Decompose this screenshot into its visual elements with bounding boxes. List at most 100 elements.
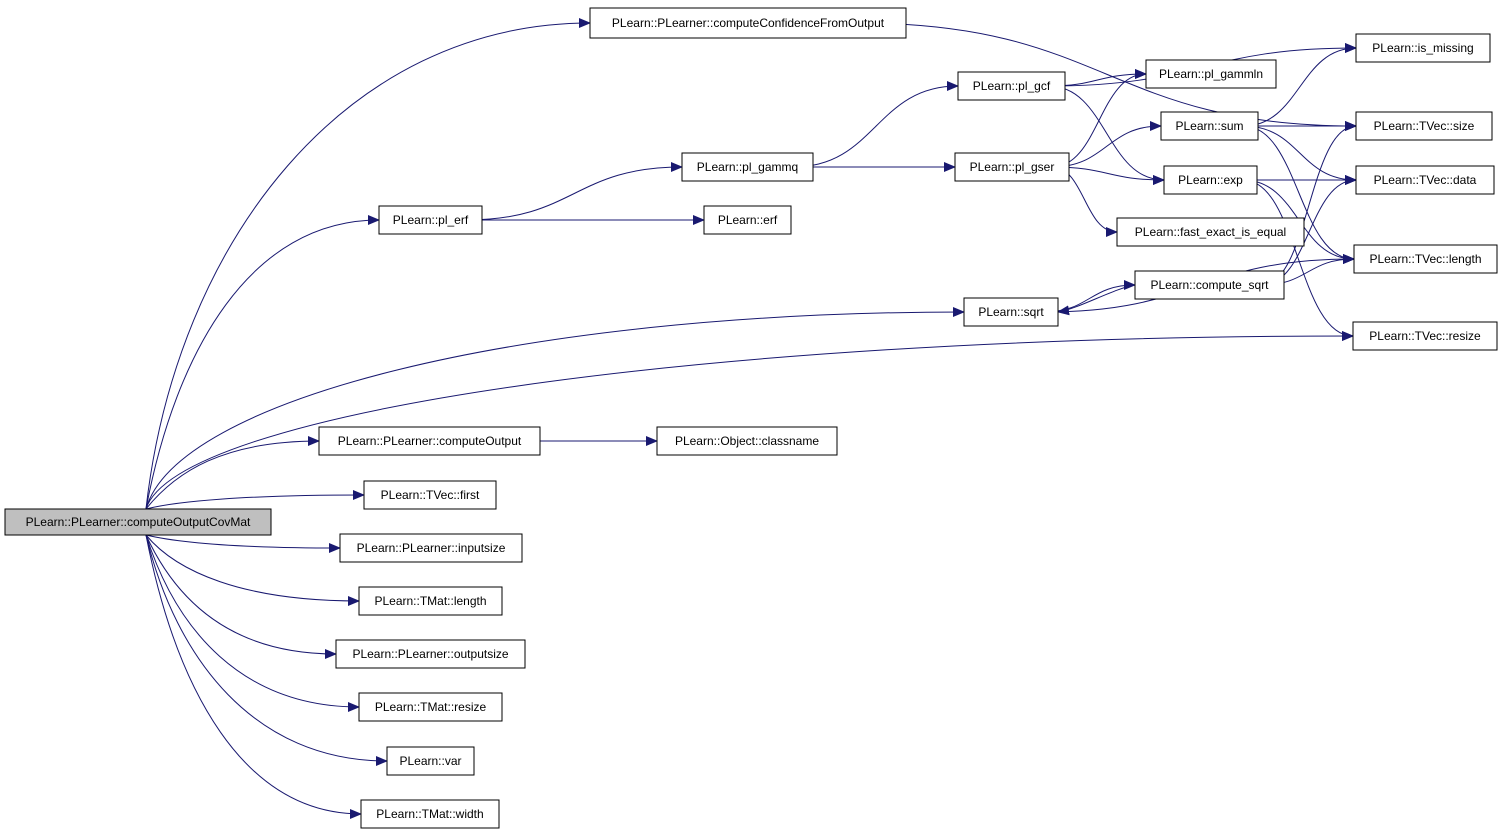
- node-box: [1355, 165, 1495, 195]
- node-label: PLearn::pl_erf: [393, 213, 469, 227]
- node-label: PLearn::var: [399, 754, 461, 768]
- node-tvec-first[interactable]: PLearn::TVec::first: [363, 480, 497, 510]
- function-nodes: PLearn::PLearner::computeOutputCovMatPLe…: [4, 7, 1498, 829]
- node-box: [656, 426, 838, 456]
- edge-compute-output-cov-mat-to-tvec-first: [145, 490, 365, 510]
- node-tmat-length[interactable]: PLearn::TMat::length: [358, 586, 503, 616]
- node-box: [703, 205, 792, 235]
- node-pl-gcf[interactable]: PLearn::pl_gcf: [957, 71, 1066, 101]
- node-label: PLearn::exp: [1178, 173, 1243, 187]
- node-pl-erf[interactable]: PLearn::pl_erf: [378, 205, 483, 235]
- node-box: [957, 71, 1066, 101]
- node-tmat-resize[interactable]: PLearn::TMat::resize: [358, 692, 503, 722]
- node-label: PLearn::PLearner::computeOutput: [338, 434, 522, 448]
- node-label: PLearn::TMat::length: [374, 594, 486, 608]
- call-edges: [145, 18, 1357, 819]
- node-box: [378, 205, 483, 235]
- node-pl-gammq[interactable]: PLearn::pl_gammq: [681, 152, 814, 182]
- node-box: [1134, 270, 1285, 300]
- node-box: [1352, 321, 1498, 351]
- edge-pl-gcf-to-exp: [1048, 85, 1165, 185]
- node-label: PLearn::TVec::first: [381, 488, 480, 502]
- node-compute-output[interactable]: PLearn::PLearner::computeOutput: [318, 426, 541, 456]
- node-box: [318, 426, 541, 456]
- node-label: PLearn::PLearner::computeConfidenceFromO…: [612, 16, 885, 30]
- edge-compute-output-cov-mat-to-tmat-width: [145, 534, 362, 819]
- node-label: PLearn::TVec::data: [1374, 173, 1477, 187]
- node-tvec-length[interactable]: PLearn::TVec::length: [1353, 244, 1498, 274]
- edge-compute-output-cov-mat-to-sqrt: [145, 307, 965, 510]
- edge-compute-output-cov-mat-to-tmat-resize: [145, 534, 360, 712]
- node-box: [1355, 111, 1493, 141]
- node-label: PLearn::pl_gammq: [697, 160, 798, 174]
- edge-compute-output-cov-mat-to-compute-output: [145, 436, 320, 510]
- node-label: PLearn::TMat::width: [376, 807, 483, 821]
- edge-compute-output-cov-mat-to-compute-confidence-from-output: [145, 18, 591, 510]
- node-label: PLearn::pl_gser: [970, 160, 1055, 174]
- node-label: PLearn::TVec::size: [1374, 119, 1475, 133]
- node-label: PLearn::TMat::resize: [375, 700, 487, 714]
- node-sum[interactable]: PLearn::sum: [1160, 111, 1259, 141]
- node-box: [360, 799, 500, 829]
- node-classname[interactable]: PLearn::Object::classname: [656, 426, 838, 456]
- node-label: PLearn::TVec::length: [1369, 252, 1481, 266]
- edge-sum-to-tvec-data: [1243, 125, 1357, 185]
- node-pl-gser[interactable]: PLearn::pl_gser: [954, 152, 1070, 182]
- node-exp[interactable]: PLearn::exp: [1163, 165, 1258, 195]
- edge-compute-sqrt-to-sqrt: [1057, 284, 1136, 316]
- node-label: PLearn::Object::classname: [675, 434, 819, 448]
- node-box: [1145, 59, 1277, 89]
- node-box: [363, 480, 497, 510]
- node-is-missing[interactable]: PLearn::is_missing: [1355, 33, 1491, 63]
- edge-compute-output-cov-mat-to-pl-erf: [145, 215, 380, 510]
- node-tvec-resize[interactable]: PLearn::TVec::resize: [1352, 321, 1498, 351]
- node-tvec-data[interactable]: PLearn::TVec::data: [1355, 165, 1495, 195]
- node-label: PLearn::pl_gcf: [973, 79, 1051, 93]
- node-inputsize[interactable]: PLearn::PLearner::inputsize: [339, 533, 523, 563]
- edge-compute-output-cov-mat-to-tmat-length: [145, 534, 360, 606]
- node-box: [358, 692, 503, 722]
- node-erf[interactable]: PLearn::erf: [703, 205, 792, 235]
- edge-pl-erf-to-pl-gammq: [466, 162, 683, 221]
- node-pl-gammln[interactable]: PLearn::pl_gammln: [1145, 59, 1277, 89]
- node-outputsize[interactable]: PLearn::PLearner::outputsize: [335, 639, 526, 669]
- edge-pl-gammq-to-pl-gcf: [793, 81, 959, 168]
- node-box: [963, 297, 1059, 327]
- node-fast-exact-is-equal[interactable]: PLearn::fast_exact_is_equal: [1116, 217, 1305, 247]
- node-sqrt[interactable]: PLearn::sqrt: [963, 297, 1059, 327]
- node-box: [1163, 165, 1258, 195]
- node-var[interactable]: PLearn::var: [386, 746, 475, 776]
- node-tvec-size[interactable]: PLearn::TVec::size: [1355, 111, 1493, 141]
- node-box: [339, 533, 523, 563]
- edge-compute-confidence-from-output-to-tvec-size: [858, 22, 1357, 131]
- edge-sum-to-is-missing: [1243, 43, 1357, 127]
- node-box: [954, 152, 1070, 182]
- node-label: PLearn::pl_gammln: [1159, 67, 1263, 81]
- node-tmat-width[interactable]: PLearn::TMat::width: [360, 799, 500, 829]
- node-box: [335, 639, 526, 669]
- node-label: PLearn::is_missing: [1372, 41, 1473, 55]
- node-box: [589, 7, 907, 39]
- node-box: [1355, 33, 1491, 63]
- edge-compute-output-cov-mat-to-tvec-resize: [145, 331, 1354, 510]
- node-label: PLearn::compute_sqrt: [1150, 278, 1269, 292]
- node-box: [358, 586, 503, 616]
- edge-compute-output-cov-mat-to-inputsize: [145, 534, 341, 553]
- node-box: [4, 508, 272, 536]
- node-compute-confidence-from-output[interactable]: PLearn::PLearner::computeConfidenceFromO…: [589, 7, 907, 39]
- node-box: [1353, 244, 1498, 274]
- node-label: PLearn::TVec::resize: [1369, 329, 1481, 343]
- node-label: PLearn::PLearner::inputsize: [357, 541, 506, 555]
- edge-compute-output-cov-mat-to-var: [145, 534, 388, 766]
- node-compute-output-cov-mat[interactable]: PLearn::PLearner::computeOutputCovMat: [4, 508, 272, 536]
- edge-exp-to-tvec-resize: [1243, 179, 1354, 341]
- node-label: PLearn::sqrt: [978, 305, 1044, 319]
- node-box: [386, 746, 475, 776]
- node-label: PLearn::fast_exact_is_equal: [1135, 225, 1286, 239]
- node-compute-sqrt[interactable]: PLearn::compute_sqrt: [1134, 270, 1285, 300]
- node-label: PLearn::PLearner::outputsize: [352, 647, 508, 661]
- node-box: [1160, 111, 1259, 141]
- node-label: PLearn::erf: [718, 213, 778, 227]
- node-box: [1116, 217, 1305, 247]
